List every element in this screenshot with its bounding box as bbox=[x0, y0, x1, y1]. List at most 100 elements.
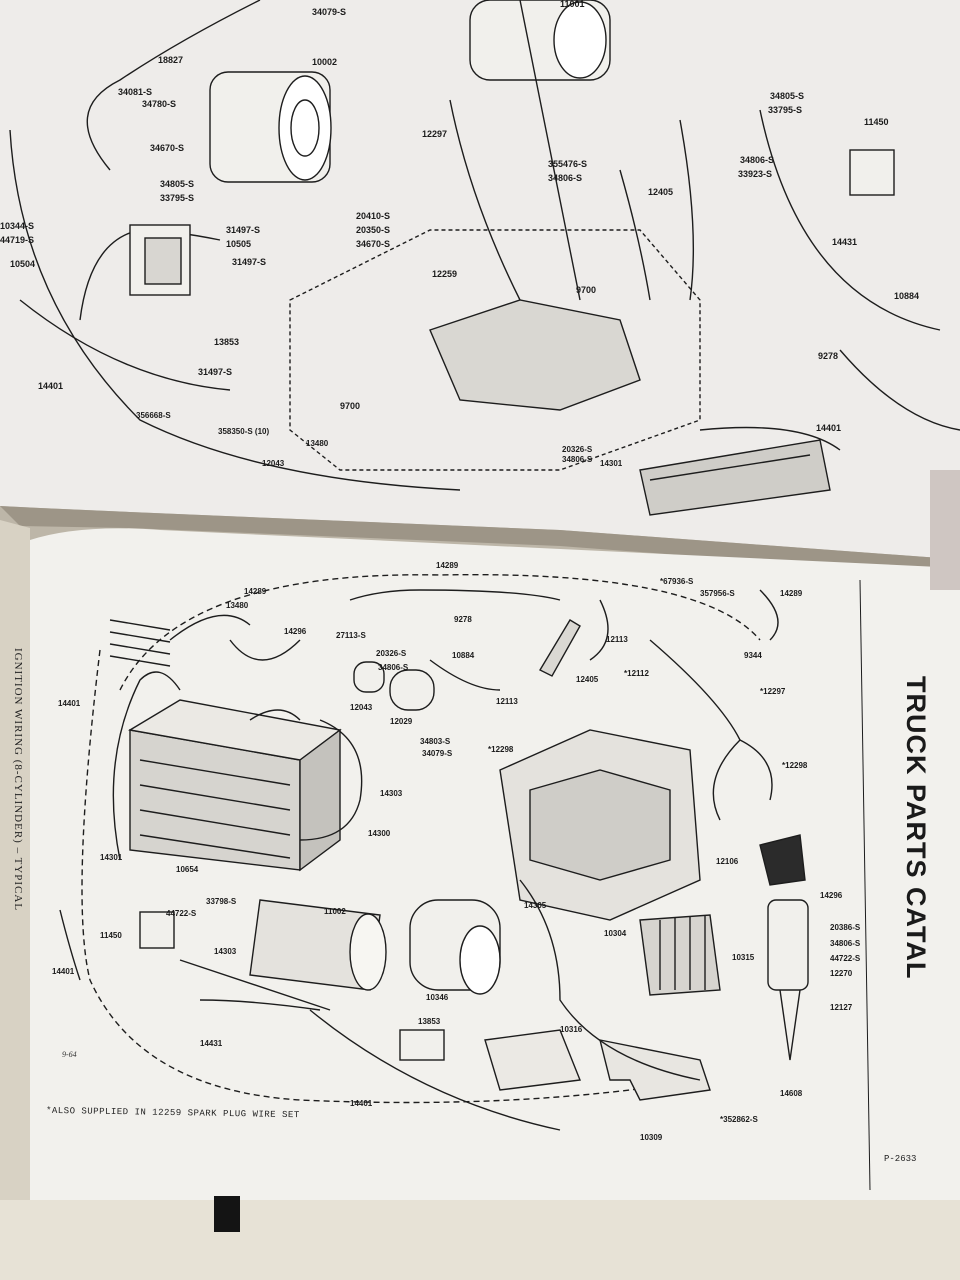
part-label: *12297 bbox=[760, 687, 786, 696]
part-label: 14401 bbox=[816, 423, 842, 433]
part-label: 44719-S bbox=[0, 235, 35, 245]
part-label: 12259 bbox=[432, 269, 458, 279]
part-label: 9344 bbox=[744, 651, 762, 660]
part-label: 14289 bbox=[244, 587, 267, 596]
part-label: 34806-S bbox=[740, 155, 775, 165]
part-label: 14296 bbox=[284, 627, 307, 636]
part-label: 12297 bbox=[422, 129, 448, 139]
part-label: 355476-S bbox=[548, 159, 588, 169]
page-mark: 9-64 bbox=[62, 1050, 77, 1059]
part-label: 20326-S bbox=[376, 649, 407, 658]
part-label: 31497-S bbox=[232, 257, 267, 267]
part-label: 13853 bbox=[418, 1017, 441, 1026]
part-label: 34670-S bbox=[356, 239, 391, 249]
part-label: 14608 bbox=[780, 1089, 803, 1098]
part-label: 11450 bbox=[864, 117, 889, 127]
part-label: 34805-S bbox=[160, 179, 195, 189]
part-label: 14401 bbox=[58, 699, 81, 708]
part-label: 11002 bbox=[324, 907, 346, 916]
part-label: 10884 bbox=[894, 291, 920, 301]
part-label: 20410-S bbox=[356, 211, 391, 221]
part-label: 14303 bbox=[214, 947, 237, 956]
part-label: 357956-S bbox=[700, 589, 735, 598]
part-label: 34780-S bbox=[142, 99, 177, 109]
part-label: 14305 bbox=[524, 901, 547, 910]
part-label: 13853 bbox=[214, 337, 240, 347]
part-label: 9700 bbox=[576, 285, 597, 295]
part-label: 31497-S bbox=[198, 367, 233, 377]
part-label: 34803-S bbox=[420, 737, 451, 746]
part-label: *12112 bbox=[624, 669, 649, 678]
part-label: 34805-S bbox=[770, 91, 805, 101]
part-label: 13480 bbox=[226, 601, 249, 610]
part-label: 9278 bbox=[818, 351, 839, 361]
part-label: 9700 bbox=[340, 401, 361, 411]
part-label: 10315 bbox=[732, 953, 755, 962]
part-label: 14289 bbox=[436, 561, 459, 570]
part-label: 34079-S bbox=[312, 7, 347, 17]
part-label: 11450 bbox=[100, 931, 122, 940]
part-label: *12298 bbox=[488, 745, 514, 754]
part-label: 358350-S (10) bbox=[218, 427, 270, 436]
part-label: 12127 bbox=[830, 1003, 853, 1012]
part-label: 10304 bbox=[604, 929, 627, 938]
part-label: 10316 bbox=[560, 1025, 583, 1034]
part-label: 44722-S bbox=[166, 909, 197, 918]
part-label: 14301 bbox=[100, 853, 123, 862]
part-label: 44722-S bbox=[830, 954, 861, 963]
part-label: 20350-S bbox=[356, 225, 391, 235]
part-label: 14401 bbox=[350, 1099, 373, 1108]
figure-caption: IGNITION WIRING (8-CYLINDER) – TYPICAL bbox=[12, 648, 24, 912]
part-label: 14401 bbox=[38, 381, 64, 391]
part-label: 31497-S bbox=[226, 225, 261, 235]
part-label: 12405 bbox=[576, 675, 599, 684]
part-label: 12270 bbox=[830, 969, 853, 978]
part-label: 34079-S bbox=[422, 749, 453, 758]
part-label: 20386-S bbox=[830, 923, 861, 932]
part-label: 10002 bbox=[312, 57, 338, 67]
part-label: 12106 bbox=[716, 857, 739, 866]
part-label: 12113 bbox=[606, 635, 628, 644]
part-label: 11001 bbox=[560, 0, 585, 9]
part-label: 34670-S bbox=[150, 143, 185, 153]
part-label: 10654 bbox=[176, 865, 199, 874]
part-label: 34806-S bbox=[548, 173, 583, 183]
figure-number: P-2633 bbox=[884, 1154, 917, 1164]
part-label: 9278 bbox=[454, 615, 472, 624]
part-label: 12113 bbox=[496, 697, 518, 706]
part-label: 33795-S bbox=[160, 193, 195, 203]
part-label: 12029 bbox=[390, 717, 413, 726]
part-label: 14300 bbox=[368, 829, 391, 838]
part-label: 14431 bbox=[200, 1039, 223, 1048]
part-label: 14401 bbox=[52, 967, 75, 976]
part-label: 20326-S bbox=[562, 445, 593, 454]
part-label: 12043 bbox=[350, 703, 373, 712]
part-label: 14301 bbox=[600, 459, 623, 468]
part-label: 27113-S bbox=[336, 631, 366, 640]
part-label: 14431 bbox=[832, 237, 858, 247]
part-label: *67936-S bbox=[660, 577, 694, 586]
catalog-title: TRUCK PARTS CATAL bbox=[901, 676, 931, 980]
part-label: 356668-S bbox=[136, 411, 171, 420]
part-label: 34081-S bbox=[118, 87, 153, 97]
part-label: 10344-S bbox=[0, 221, 35, 231]
part-label: 10346 bbox=[426, 993, 449, 1002]
part-label: 14289 bbox=[780, 589, 803, 598]
part-label: 33795-S bbox=[768, 105, 803, 115]
part-label: *12298 bbox=[782, 761, 808, 770]
part-label: *352862-S bbox=[720, 1115, 758, 1124]
part-label: 10884 bbox=[452, 651, 475, 660]
part-label: 34806-S bbox=[378, 663, 409, 672]
part-label: 12405 bbox=[648, 187, 674, 197]
part-label: 12043 bbox=[262, 459, 285, 468]
part-label: 18827 bbox=[158, 55, 184, 65]
part-label: 10504 bbox=[10, 259, 36, 269]
part-label: 33923-S bbox=[738, 169, 773, 179]
part-label: 34806-S bbox=[562, 455, 593, 464]
part-label: 34806-S bbox=[830, 939, 861, 948]
part-label: 10505 bbox=[226, 239, 252, 249]
part-label: 14296 bbox=[820, 891, 843, 900]
part-label: 13480 bbox=[306, 439, 329, 448]
